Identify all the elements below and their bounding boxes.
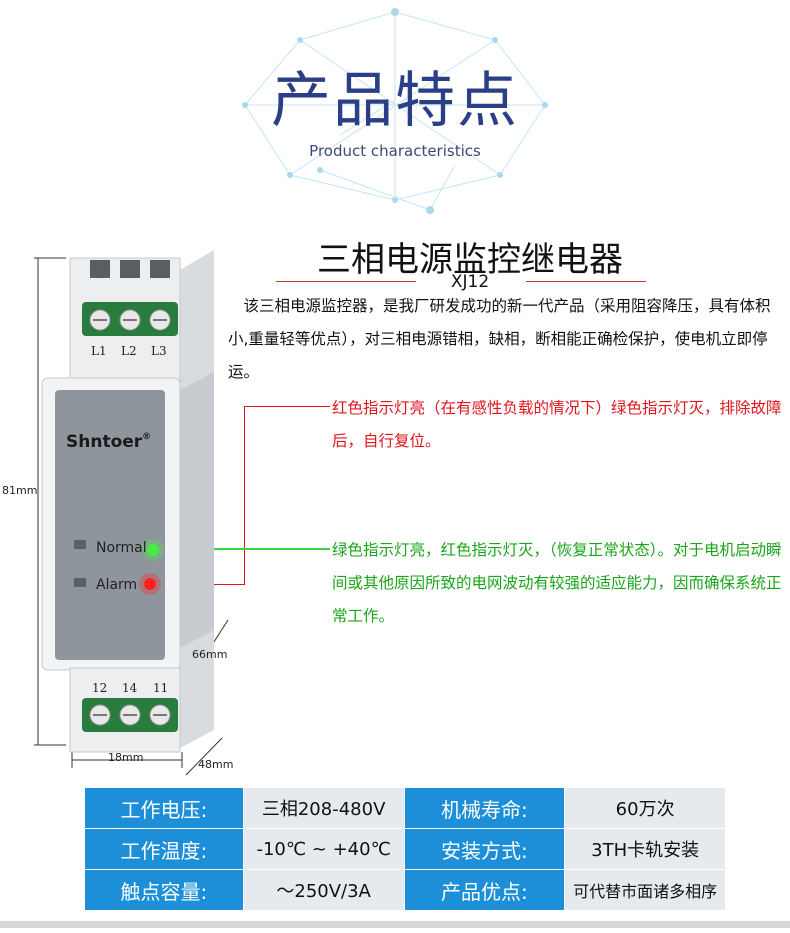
- section-title: 产品特点: [271, 66, 519, 136]
- title-rule-right: [526, 281, 646, 282]
- device-brand: Shntoer®: [66, 432, 151, 452]
- network-decoration: [242, 8, 548, 214]
- section-subtitle: Product characteristics: [309, 142, 481, 160]
- product-description: 该三相电源监控器，是我厂研发成功的新一代产品（采用阻容降压，具有体积小,重量轻等…: [228, 297, 771, 381]
- red-leader-line: [244, 406, 330, 407]
- spec-value: 60万次: [565, 788, 725, 828]
- terminal-label-l3: L3: [151, 344, 167, 358]
- spec-table: 工作电压: 三相208-480V 机械寿命: 60万次 工作温度: -10℃ ~…: [85, 788, 725, 911]
- normal-annotation: 绿色指示灯亮，红色指示灯灭，（恢复正常状态）。对于电机启动瞬间或其他原因所致的电…: [332, 541, 782, 625]
- alarm-annotation: 红色指示灯亮（在有感性负载的情况下）绿色指示灯灭，排除故障后，自行复位。: [332, 399, 782, 450]
- terminal-label-l1: L1: [91, 344, 107, 358]
- spec-value: 3TH卡轨安装: [565, 829, 725, 869]
- spec-row: 工作温度: -10℃ ~ +40℃ 安装方式: 3TH卡轨安装: [85, 829, 725, 869]
- header-section: 产品特点 Product characteristics: [0, 0, 790, 215]
- spec-key: 工作电压:: [85, 788, 243, 828]
- spec-key: 触点容量:: [85, 870, 243, 910]
- normal-indicator-label: Normal: [96, 540, 147, 556]
- dimension-depth: 48mm: [198, 758, 234, 771]
- spec-value: -10℃ ~ +40℃: [243, 829, 404, 869]
- brand-text: Shntoer: [66, 432, 143, 452]
- dimension-width: 18mm: [108, 751, 144, 764]
- dimension-inner-depth: 66mm: [192, 648, 228, 661]
- spec-key: 工作温度:: [85, 829, 243, 869]
- bottom-divider: [0, 921, 790, 928]
- relay-device-drawing: [34, 250, 229, 776]
- product-model: XJ12: [450, 272, 490, 292]
- spec-value: 可代替市面诸多相序: [565, 870, 725, 910]
- spec-key: 产品优点:: [404, 870, 565, 910]
- alarm-indicator-label: Alarm: [96, 577, 138, 593]
- terminal-label-l2: L2: [121, 344, 137, 358]
- spec-row: 工作电压: 三相208-480V 机械寿命: 60万次: [85, 788, 725, 828]
- red-leader-line-vertical: [244, 406, 245, 584]
- dimension-height: 81mm: [2, 484, 38, 497]
- spec-value: 三相208-480V: [243, 788, 404, 828]
- green-leader-line: [152, 548, 330, 550]
- product-title: 三相电源监控继电器: [317, 240, 623, 280]
- registered-mark: ®: [142, 432, 152, 442]
- spec-row: 触点容量: ～250V/3A 产品优点: 可代替市面诸多相序: [85, 870, 725, 910]
- title-rule-left: [276, 281, 416, 282]
- spec-key: 机械寿命:: [404, 788, 565, 828]
- spec-key: 安装方式:: [404, 829, 565, 869]
- terminal-label-14: 14: [122, 681, 138, 695]
- device-illustration: L1 L2 L3 Shntoer® Normal Alarm 12 14 11 …: [0, 240, 250, 790]
- terminal-label-12: 12: [92, 681, 108, 695]
- terminal-label-11: 11: [153, 681, 169, 695]
- spec-value: ～250V/3A: [243, 870, 404, 910]
